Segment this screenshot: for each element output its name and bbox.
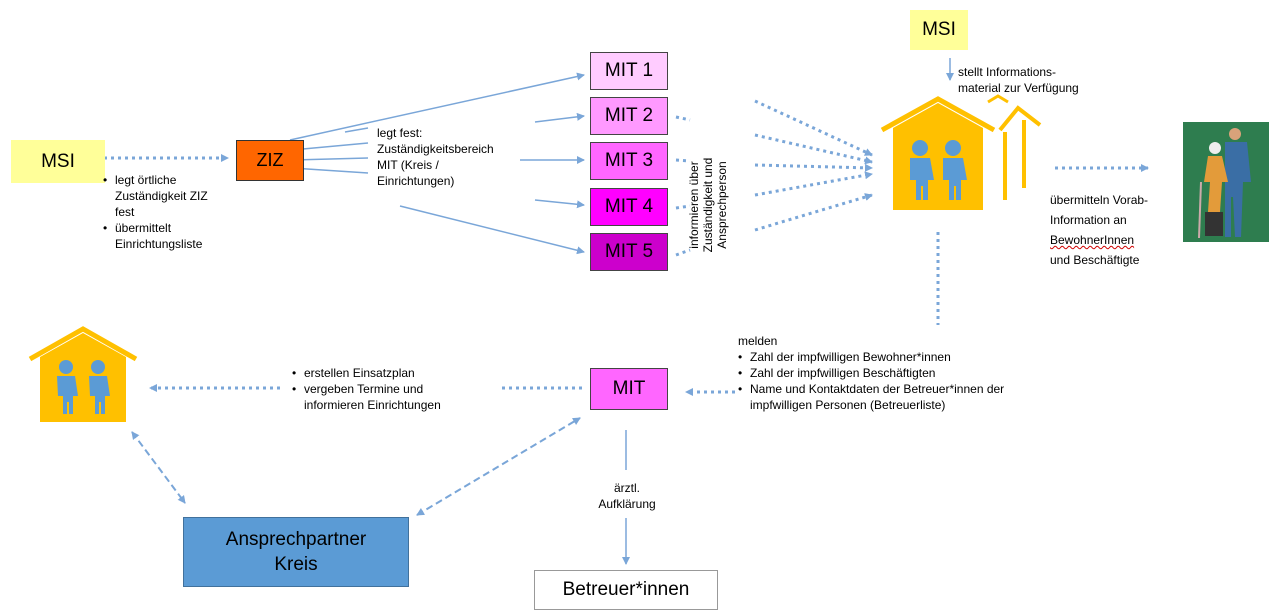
- msi-ziz-notes: •legt örtliche Zuständigkeit ZIZ fest •ü…: [103, 172, 225, 252]
- aufklaerung-note: ärztl. Aufklärung: [598, 481, 656, 511]
- melden-item: Zahl der impfwilligen Bewohner*innen: [738, 349, 1050, 365]
- mit2-box: MIT 2: [590, 97, 668, 135]
- people-icon-left: [57, 360, 110, 414]
- transmit-note: übermitteln Vorab- Information an Bewohn…: [1050, 193, 1149, 267]
- mit5-box: MIT 5: [590, 233, 668, 271]
- mit1-box: MIT 1: [590, 52, 668, 90]
- arrow-ziz-mit2: [534, 112, 585, 123]
- betreuer-label: Betreuer*innen: [562, 579, 690, 600]
- plan-item: erstellen Einsatzplan: [292, 365, 484, 381]
- plan-item: vergeben Termine und informieren Einrich…: [292, 381, 484, 413]
- msi-ziz-note-2: •übermittelt Einrichtungsliste: [103, 221, 203, 251]
- melden-title: melden: [738, 334, 778, 348]
- ziz-notes: legt fest: Zuständigkeitsbereich MIT (Kr…: [377, 126, 494, 188]
- mit4-box: MIT 4: [590, 188, 668, 226]
- contact-label: Ansprechpartner Kreis: [225, 529, 367, 575]
- ziz-label: ZIZ: [256, 150, 284, 170]
- plan-notes: erstellen Einsatzplan vergeben Termine u…: [292, 365, 484, 413]
- people-icon-top: [910, 140, 967, 200]
- msi-box-left: MSI: [11, 140, 105, 183]
- elderly-people-icon: [1183, 122, 1269, 242]
- melden-block: melden Zahl der impfwilligen Bewohner*in…: [738, 333, 1050, 413]
- mit3-box: MIT 3: [590, 142, 668, 180]
- msi-top-note: stellt Informations- material zur Verfüg…: [958, 65, 1079, 95]
- arrow-ziz-mit1: [289, 72, 585, 141]
- betreuer-box: Betreuer*innen: [534, 570, 718, 610]
- melden-item: Name und Kontaktdaten der Betreuer*innen…: [738, 381, 1050, 413]
- msi-ziz-note-1: •legt örtliche Zuständigkeit ZIZ fest: [103, 173, 208, 219]
- arrow-ziz-mit5: [399, 205, 585, 255]
- msi-left-label: MSI: [41, 150, 75, 172]
- contact-box: Ansprechpartner Kreis: [183, 517, 409, 587]
- mit-bottom-box: MIT: [590, 368, 668, 410]
- ziz-box: ZIZ: [236, 140, 304, 181]
- elderly-people-image: [1183, 122, 1269, 242]
- melden-item: Zahl der impfwilligen Beschäftigten: [738, 365, 1050, 381]
- msi-top-label: MSI: [922, 19, 956, 40]
- arrow-ziz-mit4: [534, 199, 585, 209]
- msi-box-top: MSI: [910, 10, 968, 50]
